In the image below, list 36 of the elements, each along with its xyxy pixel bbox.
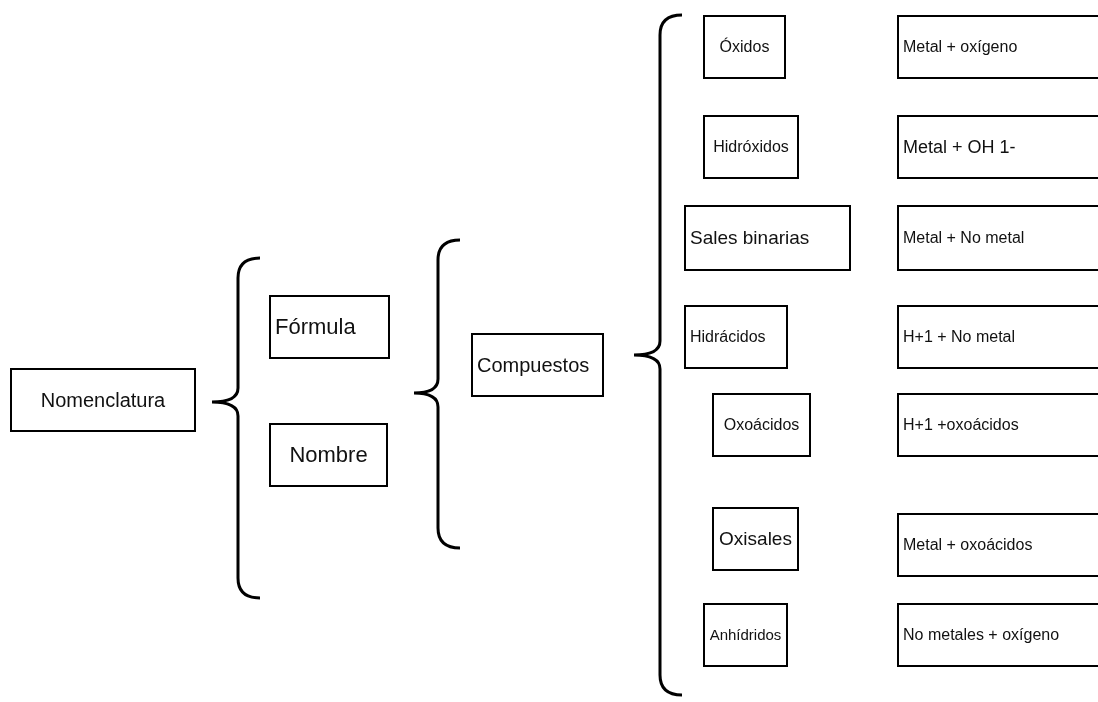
term-box (684, 305, 788, 369)
term-label: Oxisales (719, 527, 792, 551)
term-box (703, 603, 788, 667)
term-box (703, 15, 786, 79)
term-label: Anhídridos (709, 625, 782, 645)
term-label: Metal + No metal (903, 228, 1025, 248)
term-box (897, 513, 1098, 577)
term-label: Sales binarias (690, 226, 810, 250)
term-box (269, 423, 388, 487)
term-box (684, 205, 851, 271)
term-label: Nomenclatura (40, 387, 166, 413)
term-label: Metal + OH 1- (903, 135, 1016, 159)
term-box (703, 115, 799, 179)
term-label: Óxidos (719, 37, 770, 57)
term-label: No metales + oxígeno (903, 625, 1060, 645)
term-label: H+1 +oxoácidos (903, 415, 1019, 435)
term-box (897, 603, 1098, 667)
term-label: Compuestos (477, 352, 590, 378)
term-box (10, 368, 196, 432)
term-label: Oxoácidos (723, 415, 800, 435)
term-label: H+1 + No metal (903, 327, 1016, 347)
term-label: Hidróxidos (713, 137, 789, 157)
term-box (897, 393, 1098, 457)
term-box (897, 305, 1098, 369)
term-box (712, 507, 799, 571)
term-box (269, 295, 390, 359)
term-label: Nombre (289, 441, 368, 469)
term-box (897, 115, 1098, 179)
term-label: Fórmula (275, 313, 356, 341)
term-box (897, 15, 1098, 79)
term-box (897, 205, 1098, 271)
term-box (471, 333, 604, 397)
term-label: Hidrácidos (690, 327, 766, 347)
term-label: Metal + oxígeno (903, 37, 1018, 57)
term-label: Metal + oxoácidos (903, 535, 1033, 555)
term-box (712, 393, 811, 457)
